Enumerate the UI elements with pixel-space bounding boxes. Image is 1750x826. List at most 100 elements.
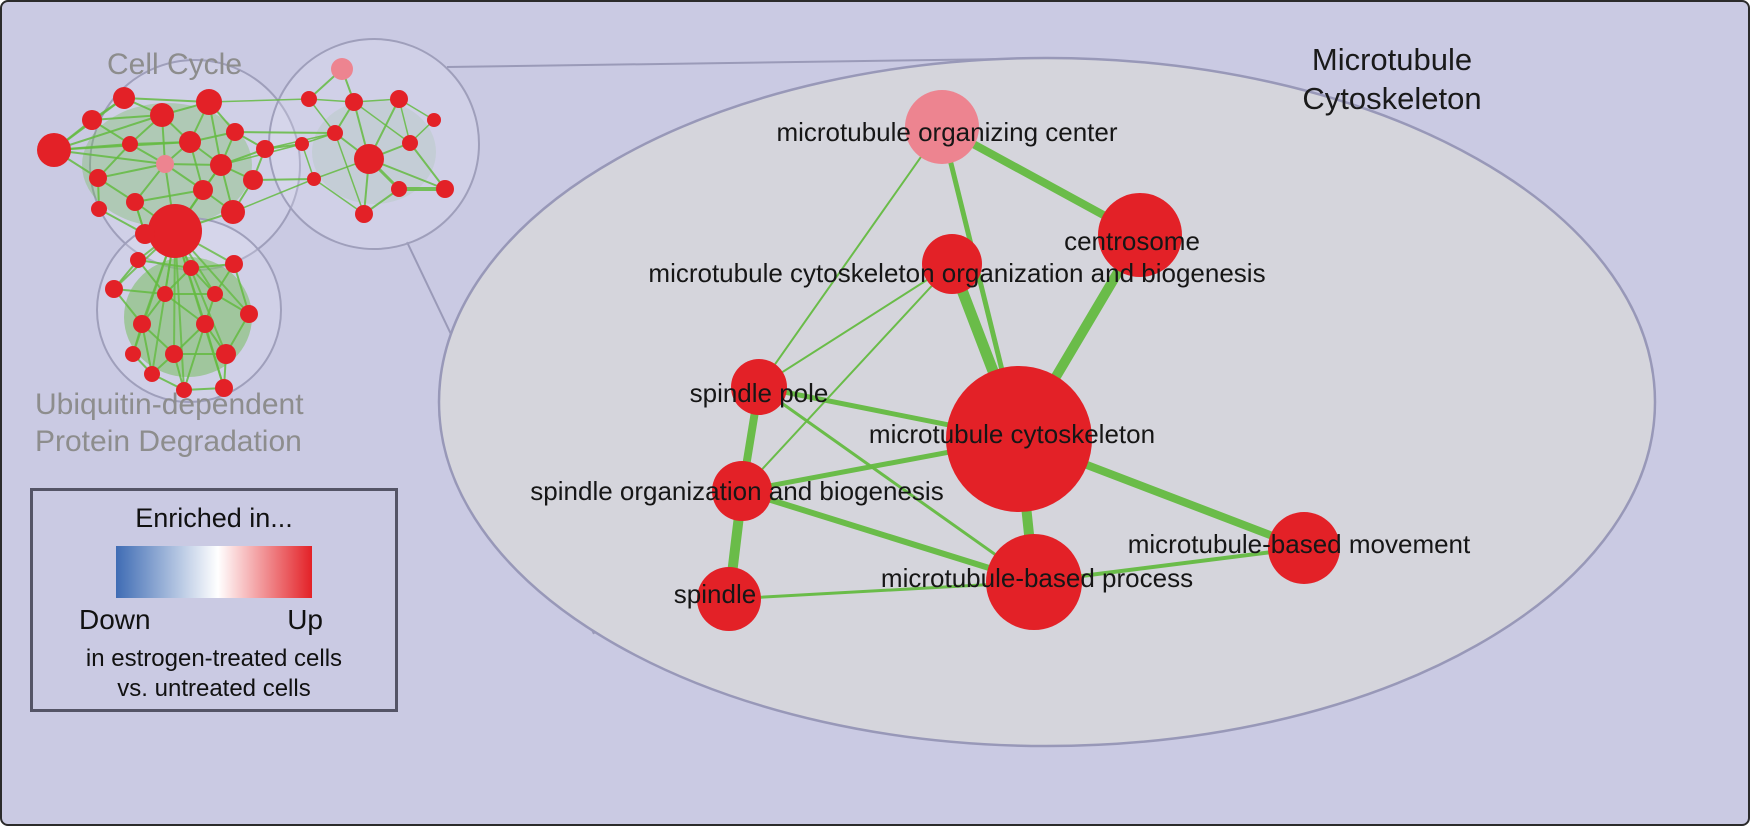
microtubule-cytoskeleton-title: Microtubule Cytoskeleton	[1247, 40, 1537, 118]
detail-node-spindle-organization-and-biogenesis	[712, 461, 772, 521]
legend-caption-line2: vs. untreated cells	[117, 675, 311, 702]
microtubule-node	[345, 93, 363, 111]
detail-edge	[757, 385, 1036, 584]
cell-cycle-node	[243, 170, 263, 190]
detail-node-label: centrosome	[1064, 226, 1200, 256]
ubiquitin-node	[165, 345, 183, 363]
ubiquitin-node	[176, 382, 192, 398]
detail-node-microtubule-based-movement	[1268, 512, 1340, 584]
overview-cross-edge	[208, 98, 310, 103]
cell-cycle-node	[82, 110, 102, 130]
detail-edge	[727, 580, 1036, 601]
overview-edge	[183, 323, 206, 391]
detail-node-label: microtubule cytoskeleton organization an…	[648, 258, 1265, 288]
microtubule-node	[402, 135, 418, 151]
cell-cycle-node	[122, 136, 138, 152]
microtubule-cytoskeleton-title-line1: Microtubule	[1311, 42, 1473, 77]
ubiquitin-node	[240, 305, 258, 323]
microtubule-node	[427, 113, 441, 127]
microtubule-node	[390, 90, 408, 108]
overview-edge	[409, 142, 446, 190]
detail-node-label: microtubule cytoskeleton	[869, 419, 1155, 449]
ubiquitin-node	[125, 346, 141, 362]
microtubule-node	[301, 91, 317, 107]
overview-cross-edge	[234, 131, 336, 134]
ubiquitin-cluster-label-line2: Protein Degradation	[35, 425, 302, 458]
cell-cycle-node	[210, 154, 232, 176]
cell-cycle-node	[156, 155, 174, 173]
legend-caption: in estrogen-treated cells vs. untreated …	[33, 644, 395, 704]
microtubule-node	[436, 180, 454, 198]
detail-node-label: microtubule-based movement	[1128, 529, 1471, 559]
microtubule-node	[355, 205, 373, 223]
cell-cycle-node	[150, 103, 174, 127]
cell-cycle-node	[196, 89, 222, 115]
microtubule-node	[307, 172, 321, 186]
microtubule-node	[327, 125, 343, 141]
cell-cycle-node	[193, 180, 213, 200]
overview-edge	[123, 97, 210, 103]
overview-edge	[334, 132, 365, 215]
cell-cycle-node	[89, 169, 107, 187]
legend-title: Enriched in...	[135, 503, 293, 533]
cell-cycle-cluster-label: Cell Cycle	[107, 48, 243, 81]
ubiquitin-cluster-label-line1: Ubiquitin-dependent	[35, 388, 304, 421]
ubiquitin-node	[105, 280, 123, 298]
legend-gradient-bar	[116, 546, 312, 598]
microtubule-node	[331, 58, 353, 80]
overview-edge	[97, 163, 166, 179]
detail-node-centrosome	[1098, 193, 1182, 277]
ubiquitin-node	[133, 315, 151, 333]
cell-cycle-node	[113, 87, 135, 109]
microtubule-cytoskeleton-title-line2: Cytoskeleton	[1302, 81, 1482, 116]
ubiquitin-node	[207, 286, 223, 302]
zoom-connector-line	[446, 58, 1008, 68]
overview-cross-edge	[252, 178, 315, 181]
ubiquitin-node	[144, 366, 160, 382]
legend-box: Enriched in... Down Up in estrogen-treat…	[30, 488, 398, 712]
detail-node-spindle-pole	[731, 359, 787, 415]
ubiquitin-node	[157, 286, 173, 302]
detail-edge	[741, 263, 953, 492]
cell-cycle-node	[148, 204, 202, 258]
overview-edge	[353, 101, 411, 144]
legend-up-label: Up	[287, 604, 323, 635]
ubiquitin-cluster-label: Ubiquitin-dependent Protein Degradation	[35, 386, 304, 460]
overview-edge	[53, 114, 163, 151]
detail-node-microtubule-cytoskeleton-organization-and-biogenesis	[922, 234, 982, 294]
cell-cycle-node	[179, 131, 201, 153]
cell-cycle-node	[226, 123, 244, 141]
microtubule-node	[391, 181, 407, 197]
ubiquitin-node	[130, 252, 146, 268]
detail-node-label: microtubule-based process	[881, 563, 1193, 593]
cell-cycle-node	[126, 193, 144, 211]
detail-edge	[758, 263, 953, 388]
overview-cross-edge	[232, 178, 315, 213]
ubiquitin-node	[216, 344, 236, 364]
detail-node-label: microtubule organizing center	[776, 117, 1117, 147]
microtubule-node	[354, 144, 384, 174]
overview-edge	[174, 230, 225, 389]
detail-node-label: spindle organization and biogenesis	[530, 476, 943, 506]
legend-endpoint-labels: Down Up	[33, 598, 395, 636]
detail-node-label: spindle pole	[690, 378, 829, 408]
ubiquitin-node	[183, 260, 199, 276]
detail-node-microtubule-based-process	[986, 534, 1082, 630]
detail-node-microtubule-cytoskeleton	[946, 366, 1092, 512]
cell-cycle-node	[91, 201, 107, 217]
detail-edge	[739, 488, 1037, 585]
detail-edge	[758, 126, 943, 388]
overview-edge	[313, 178, 365, 215]
cell-cycle-node	[37, 133, 71, 167]
ubiquitin-node	[225, 255, 243, 273]
detail-node-spindle	[697, 567, 761, 631]
ubiquitin-node	[215, 379, 233, 397]
detail-node-label: spindle	[674, 579, 756, 609]
cell-cycle-node	[221, 200, 245, 224]
legend-caption-line1: in estrogen-treated cells	[85, 645, 343, 672]
cell-cycle-node	[135, 224, 155, 244]
detail-node-microtubule-organizing-center	[905, 90, 979, 164]
overview-edge	[53, 149, 166, 165]
